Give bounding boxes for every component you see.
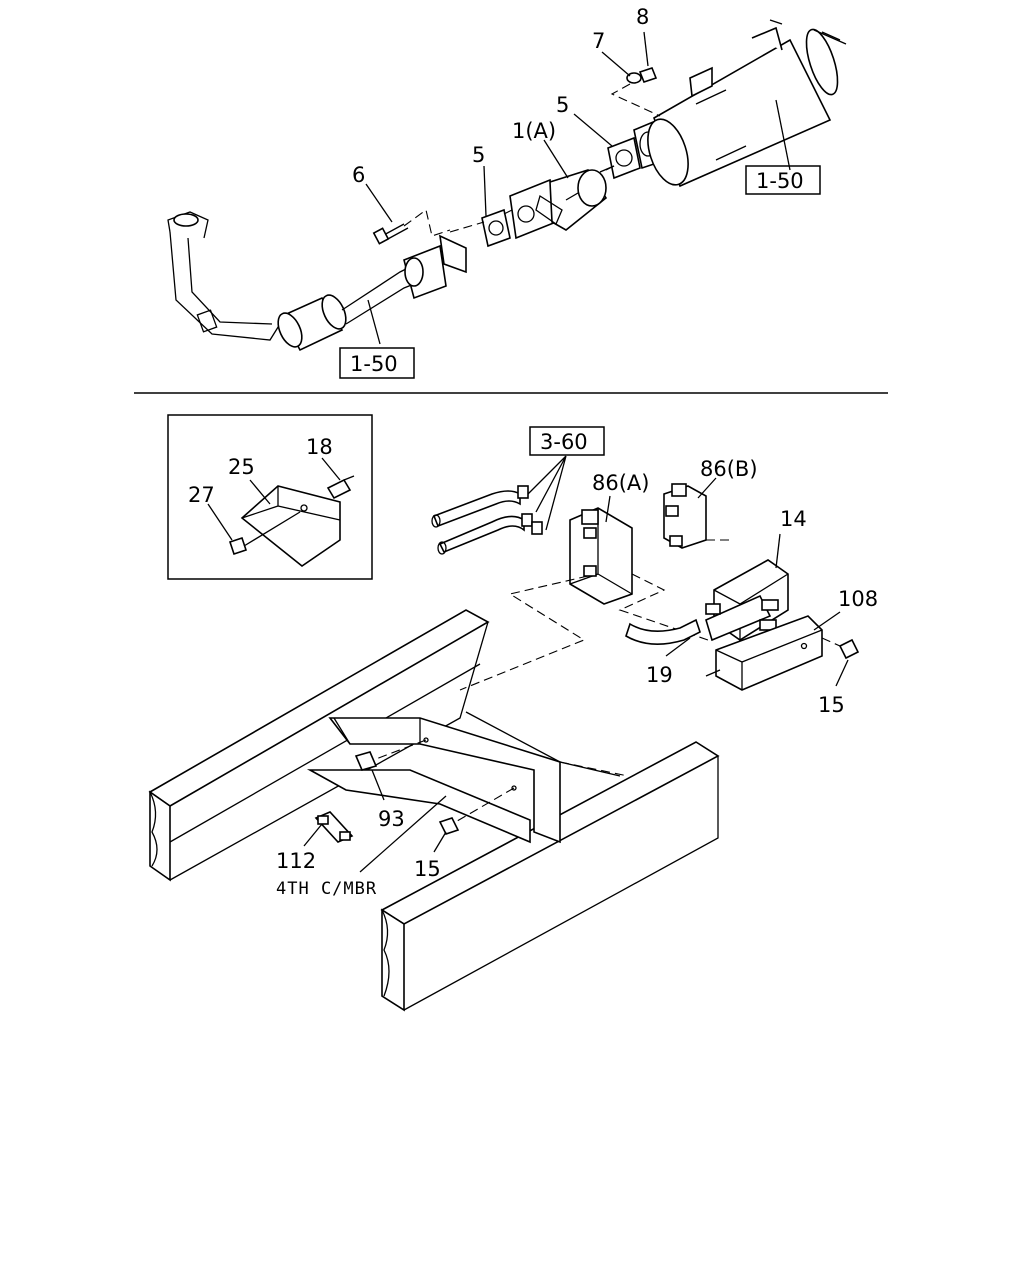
label-86a: 86(A) — [592, 471, 649, 495]
label-1a: 1(A) — [512, 119, 556, 143]
chassis-frame — [148, 609, 720, 1012]
label-27: 27 — [188, 483, 215, 507]
sensor-86a — [569, 507, 633, 605]
dpd-muffler — [633, 19, 847, 188]
front-exhaust-pipe — [167, 211, 467, 352]
ref-3-60: 3-60 — [540, 430, 588, 454]
nut-15-lower — [438, 817, 460, 835]
label-7: 7 — [592, 29, 605, 53]
detail-inset-box — [167, 414, 373, 580]
ref-box-1-50-top — [745, 165, 821, 195]
nut-93 — [354, 751, 378, 771]
control-unit-14 — [705, 559, 789, 642]
nut-15-right — [838, 638, 860, 660]
bolt-6 — [372, 209, 451, 245]
label-5-right: 5 — [556, 93, 569, 117]
ref-box-3-60 — [529, 426, 605, 456]
label-25: 25 — [228, 455, 255, 479]
hoses-3-60 — [431, 485, 543, 555]
label-8: 8 — [636, 5, 649, 29]
sensor-86b — [663, 483, 707, 549]
exhaust-valve-1a — [509, 165, 615, 240]
gasket-5-left — [481, 208, 511, 248]
gasket-5-right — [607, 136, 641, 180]
ref-1-50-top: 1-50 — [756, 169, 804, 193]
label-15-right: 15 — [818, 693, 845, 717]
label-6: 6 — [352, 163, 365, 187]
label-108: 108 — [838, 587, 878, 611]
washer-7 — [626, 72, 642, 84]
label-5-left: 5 — [472, 143, 485, 167]
upper-exhaust-assembly — [167, 19, 847, 352]
ref-box-1-50-bottom — [339, 347, 415, 379]
nut-27 — [228, 536, 248, 556]
label-112: 112 — [276, 849, 316, 873]
label-18: 18 — [306, 435, 333, 459]
nut-8 — [638, 67, 658, 83]
label-4th-cross-member: 4TH C/MBR — [276, 879, 377, 899]
label-86b: 86(B) — [700, 457, 758, 481]
label-19: 19 — [646, 663, 673, 687]
ref-1-50-bottom: 1-50 — [350, 352, 398, 376]
label-15-lower: 15 — [414, 857, 441, 881]
heat-shield-bracket-25 — [240, 485, 341, 567]
bracket-108 — [705, 615, 823, 691]
label-14: 14 — [780, 507, 807, 531]
bolt-18 — [326, 475, 355, 500]
bracket-112 — [314, 811, 354, 843]
label-93: 93 — [378, 807, 405, 831]
hose-19 — [625, 618, 701, 645]
